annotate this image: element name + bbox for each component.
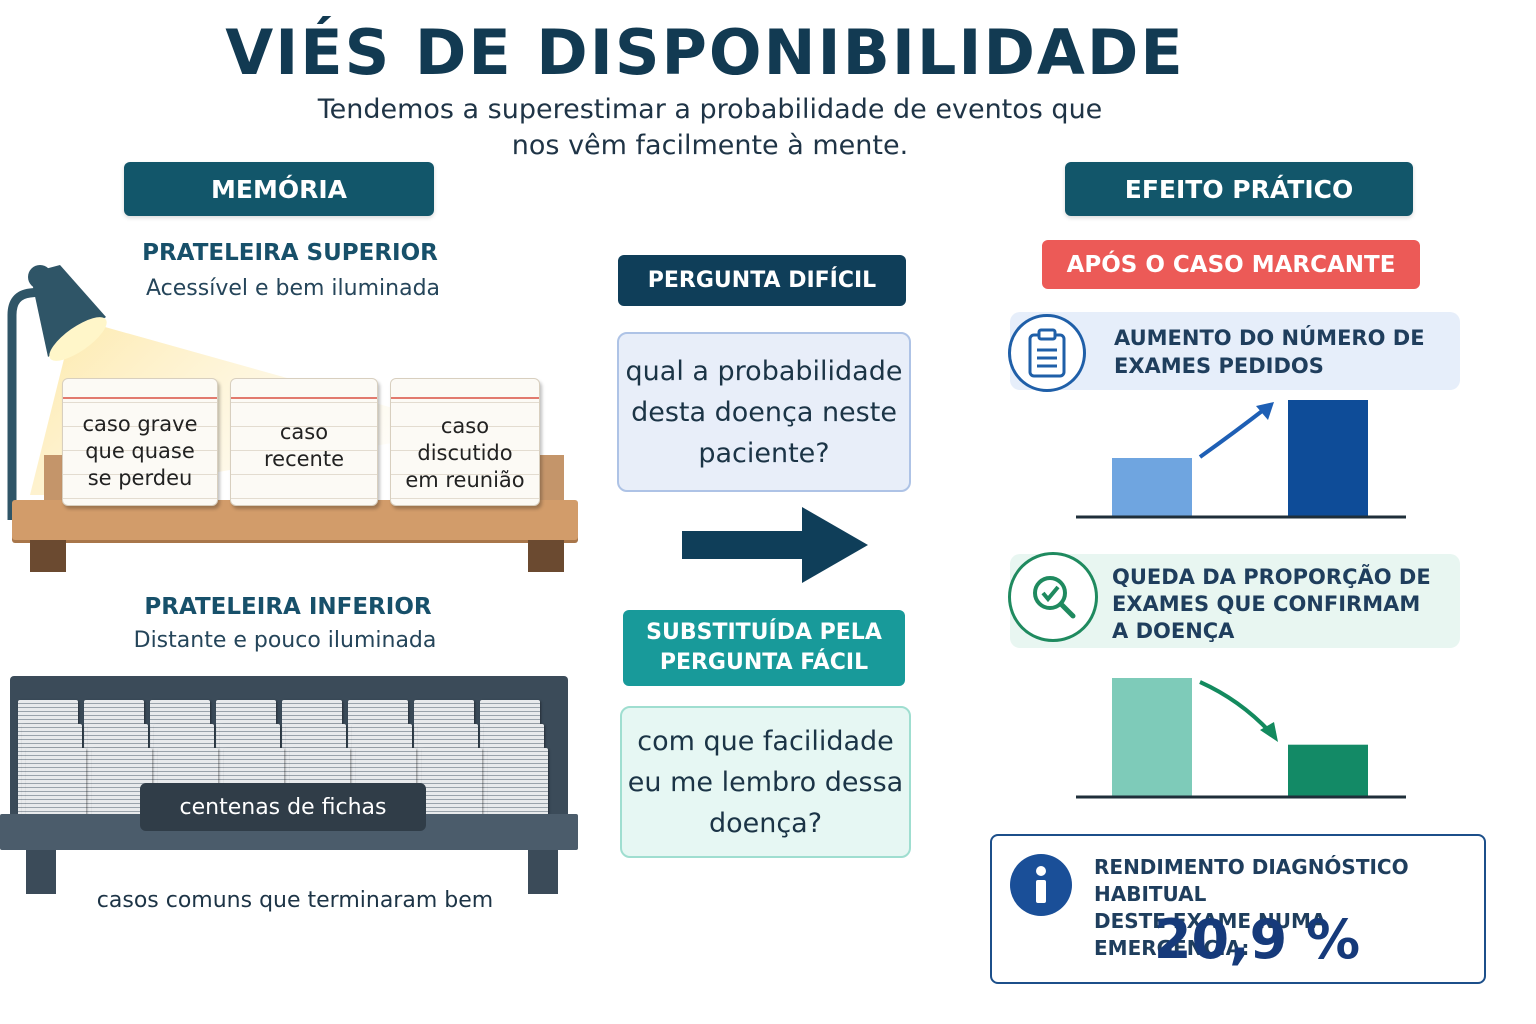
top-shelf-subtitle: Acessível e bem iluminada [145, 276, 441, 301]
subtitle-line-2: nos vêm facilmente à mente. [511, 130, 909, 161]
decrease-line: A DOENÇA [1112, 619, 1235, 643]
memory-header: MEMÓRIA [124, 162, 434, 216]
card-line: caso [279, 420, 329, 444]
shelf-bracket-right [528, 540, 564, 572]
increase-bar-chart [1076, 400, 1406, 519]
card-stack [488, 748, 548, 818]
card-stack [26, 748, 86, 818]
effect-header: EFEITO PRÁTICO [1065, 162, 1413, 216]
shelf-bracket-right [528, 850, 558, 894]
after-case-label: APÓS O CASO MARCANTE [1042, 240, 1420, 289]
bar [1112, 458, 1192, 516]
easy-question-line: doença? [708, 807, 823, 839]
bottom-shelf-title: PRATELEIRA INFERIOR [144, 594, 432, 620]
easy-question-label: SUBSTITUÍDA PELA PERGUNTA FÁCIL [623, 610, 905, 686]
card-line: se perdeu [87, 466, 193, 490]
trend-up-arrow [1198, 406, 1268, 459]
easy-question-line: eu me lembro dessa [627, 766, 904, 798]
card-stack [422, 748, 482, 818]
hard-question-box: qual a probabilidade desta doença neste … [617, 332, 911, 492]
bar [1288, 400, 1368, 516]
bar [1288, 744, 1368, 796]
easy-question-line: com que facilidade [637, 725, 894, 757]
card-red-line [63, 397, 217, 399]
clipboard-icon [1008, 314, 1086, 392]
magnifier-check-icon [1008, 552, 1098, 642]
bottom-shelf-caption: casos comuns que terminaram bem [96, 888, 494, 913]
card-line: caso [440, 414, 490, 438]
shelf-bracket-left [30, 540, 66, 572]
page-subtitle: Tendemos a superestimar a probabilidade … [300, 92, 1120, 164]
bar [1112, 678, 1192, 796]
card-line: discutido [417, 441, 513, 465]
card-line: caso grave [82, 412, 198, 436]
lamp-arm [7, 286, 49, 520]
page-title: VIÉS DE DISPONIBILIDADE [225, 16, 1185, 89]
decrease-line: QUEDA DA PROPORÇÃO DE [1112, 565, 1431, 589]
easy-label-line: PERGUNTA FÁCIL [659, 650, 869, 675]
decrease-line: EXAMES QUE CONFIRMAM [1112, 592, 1421, 616]
right-arrow-icon [682, 507, 868, 583]
increase-line: EXAMES PEDIDOS [1114, 354, 1324, 378]
card-line: que quase [85, 439, 195, 463]
lamp-bulb [49, 317, 107, 361]
hard-question-line: qual a probabilidade [625, 355, 903, 387]
info-box: RENDIMENTO DIAGNÓSTICO HABITUAL DESTE EX… [990, 834, 1486, 984]
top-shelf-board [12, 500, 578, 540]
decrease-bar-chart [1076, 678, 1406, 799]
card-red-line [231, 397, 377, 399]
shelf-bracket-left [26, 850, 56, 894]
bottom-shelf-subtitle: Distante e pouco iluminada [133, 628, 437, 653]
info-line: RENDIMENTO DIAGNÓSTICO HABITUAL [1094, 855, 1409, 906]
card-count-label: centenas de fichas [140, 783, 426, 831]
diagnostic-yield-value: 20,9 % [1153, 908, 1361, 971]
hard-question-label: PERGUNTA DIFÍCIL [618, 255, 906, 306]
easy-label-line: SUBSTITUÍDA PELA [646, 620, 882, 645]
card-red-line [391, 397, 539, 399]
easy-question-box: com que facilidade eu me lembro dessa do… [620, 706, 911, 858]
hard-question-line: paciente? [698, 437, 830, 469]
info-line: DESTE EXAME NUMA EMERGÊNCIA: [1094, 909, 1327, 960]
info-icon [1010, 854, 1072, 916]
arrow-head [1256, 402, 1274, 420]
card-line: em reunião [405, 468, 525, 492]
memory-card: caso grave que quase se perdeu [62, 378, 218, 506]
top-shelf-title: PRATELEIRA SUPERIOR [142, 240, 438, 266]
decrease-card: QUEDA DA PROPORÇÃO DE EXAMES QUE CONFIRM… [1008, 552, 1460, 648]
arrow-head [1260, 722, 1278, 742]
lamp-shade [30, 265, 106, 357]
memory-card: caso recente [230, 378, 378, 506]
subtitle-line-1: Tendemos a superestimar a probabilidade … [317, 94, 1103, 125]
increase-line: AUMENTO DO NÚMERO DE [1114, 326, 1425, 350]
increase-card: AUMENTO DO NÚMERO DE EXAMES PEDIDOS [1008, 312, 1460, 392]
hard-question-line: desta doença neste [631, 396, 897, 428]
card-line: recente [263, 447, 345, 471]
trend-down-arrow [1199, 680, 1272, 734]
memory-card: caso discutido em reunião [390, 378, 540, 506]
